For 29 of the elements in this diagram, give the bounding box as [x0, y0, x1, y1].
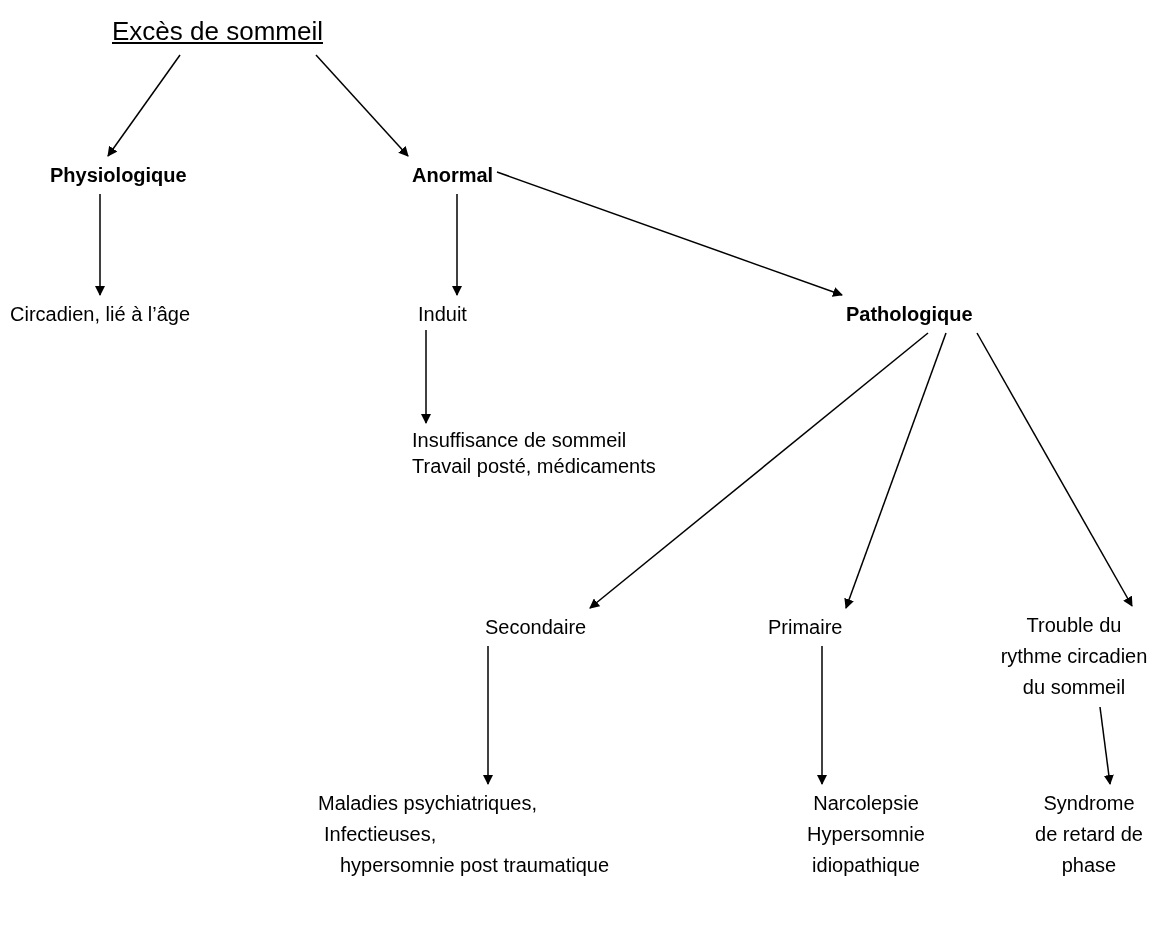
node-label: Primaire — [768, 615, 843, 640]
node-label: Secondaire — [485, 615, 587, 640]
arrow — [976, 332, 1133, 607]
node-label: Maladies psychiatriques, — [318, 791, 538, 816]
arrow — [421, 329, 431, 424]
node-label: Trouble du rythme circadien du sommeil — [999, 613, 1149, 700]
node-label: Induit — [418, 302, 467, 327]
arrow — [844, 332, 947, 609]
node-label: Travail posté, médicaments — [412, 454, 656, 479]
node-label: Circadien, lié à l’âge — [10, 302, 191, 327]
arrow — [107, 54, 181, 157]
node-label: Syndrome de retard de phase — [1034, 791, 1144, 878]
node-label: Physiologique — [50, 163, 187, 188]
node-label: Insuffisance de sommeil — [412, 428, 628, 453]
arrow — [315, 54, 409, 157]
arrow — [452, 193, 462, 296]
node-label: Hypersomnie idiopathique — [806, 822, 926, 878]
arrow — [95, 193, 105, 296]
arrow — [483, 645, 493, 785]
node-label: hypersomnie post traumatique — [340, 853, 610, 878]
arrow — [589, 332, 929, 609]
arrow — [1099, 706, 1114, 785]
node-label: Pathologique — [846, 302, 973, 327]
node-label: Narcolepsie — [812, 791, 920, 816]
arrow — [817, 645, 827, 785]
node-label: Excès de sommeil — [112, 15, 323, 48]
node-label: Infectieuses, — [324, 822, 438, 847]
arrow — [496, 171, 843, 297]
node-label: Anormal — [412, 163, 494, 188]
